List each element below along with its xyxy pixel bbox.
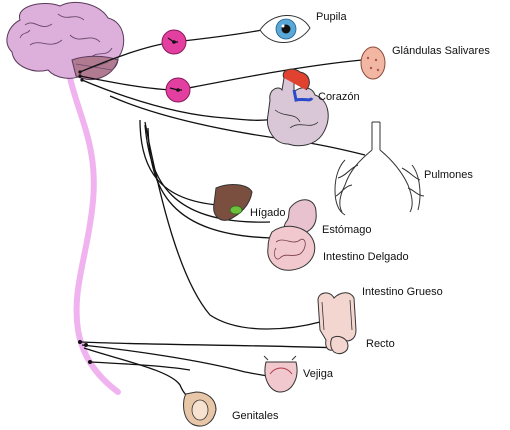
brain <box>6 2 125 80</box>
nerve-recto <box>79 341 341 349</box>
spinal-nerve-dots <box>78 70 92 364</box>
ganglion-glandulas <box>165 77 191 103</box>
genitals-organ <box>183 391 217 427</box>
nerve-estomago <box>144 124 271 223</box>
nerve-vejiga <box>81 344 291 379</box>
salivary-gland-organ <box>360 46 386 80</box>
label-intestino-delgado: Intestino Delgado <box>323 251 409 263</box>
spinal-cord <box>67 75 121 395</box>
ganglion-pupila <box>161 29 187 55</box>
nerve-pelvic <box>89 361 191 371</box>
label-pupila: Pupila <box>316 11 347 23</box>
eye-organ <box>259 15 311 43</box>
nerve-corazon <box>81 79 281 121</box>
nerve-intestino-grueso <box>144 121 321 330</box>
label-intestino-grueso: Intestino Grueso <box>362 286 443 298</box>
small-intestine-organ <box>267 225 316 271</box>
label-higado: Hígado <box>250 207 286 219</box>
large-intestine-organ <box>317 292 357 351</box>
label-estomago: Estómago <box>322 224 372 236</box>
bladder-organ <box>263 355 298 393</box>
nerve-glandulas <box>79 59 363 91</box>
nerve-lines <box>79 29 366 405</box>
label-pulmones: Pulmones <box>424 169 473 181</box>
heart-organ <box>266 68 329 147</box>
label-vejiga: Vejiga <box>303 368 333 380</box>
label-corazon: Corazón <box>318 91 360 103</box>
lungs-organ <box>334 121 425 216</box>
rectum-organ <box>330 335 349 355</box>
label-recto: Recto <box>366 338 395 350</box>
liver-organ <box>213 184 253 221</box>
nerve-intestino-delgado <box>147 127 273 239</box>
label-genitales: Genitales <box>232 410 279 422</box>
nerve-pulmones <box>109 95 366 156</box>
label-glandulas-salivares: Glándulas Salivares <box>392 45 490 57</box>
